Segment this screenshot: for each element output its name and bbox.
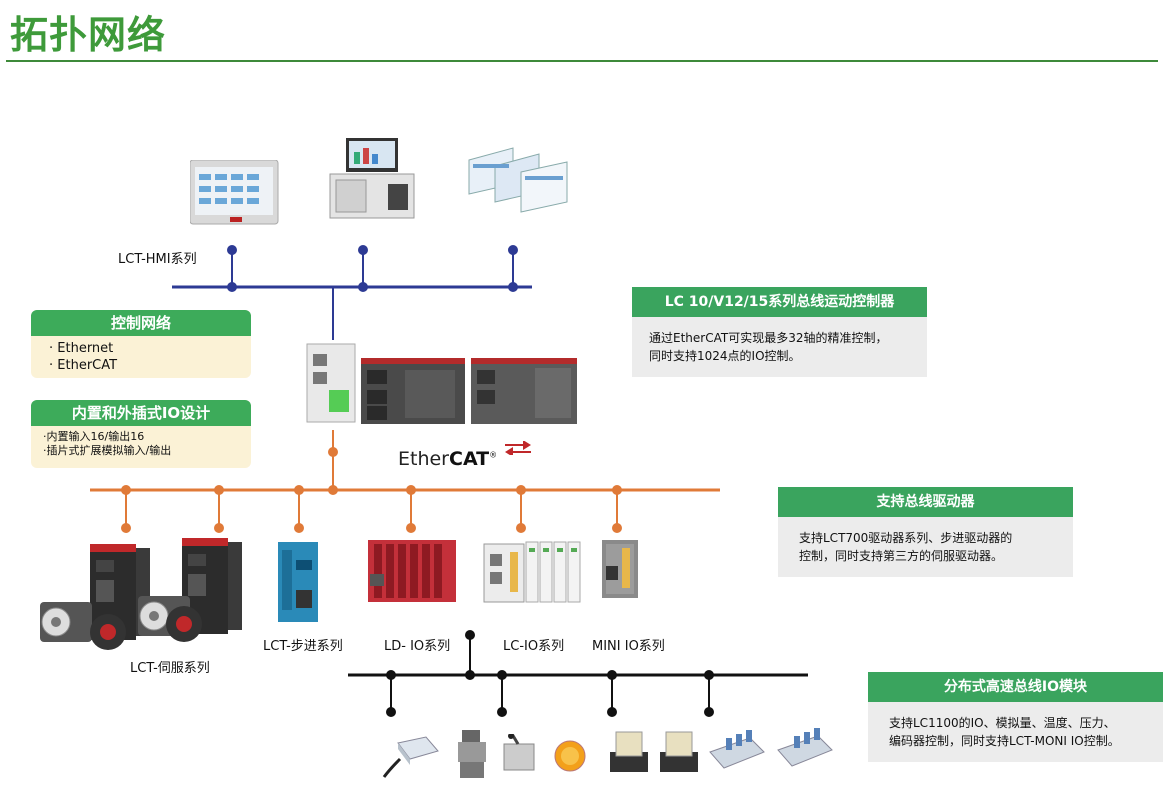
distributed-io-info-title: 分布式高速总线IO模块 [868,672,1163,702]
controller-info-line: 同时支持1024点的IO控制。 [649,349,801,363]
motion-controller-image [306,343,577,424]
servo-series-label: LCT-伺服系列 [130,661,210,676]
ethercat-arrows-icon [505,440,532,457]
io-design-item: ·插片式扩展模拟输入/输出 [43,444,172,457]
controller-info-line: 通过EtherCAT可实现最多32轴的精准控制， [649,331,888,345]
control-network-card: 控制网络 · Ethernet · EtherCAT [31,310,251,378]
ethercat-bus [90,430,720,533]
control-network-item: · Ethernet [49,341,114,356]
drives-info-text: 支持LCT700驱动器系列、步进驱动器的 控制，同时支持第三方的伺服驱动器。 [799,529,1012,565]
distributed-io-info-box: 分布式高速总线IO模块 支持LC1100的IO、模拟量、温度、压力、 编码器控制… [868,672,1163,762]
drives-info-line: 支持LCT700驱动器系列、步进驱动器的 [799,531,1013,545]
mini-io-series-label: MINI IO系列 [592,639,665,654]
page-title: 拓扑网络 [10,13,167,57]
hmi-panel-image [190,160,279,225]
io-design-card: 内置和外插式IO设计 ·内置输入16/输出16 ·插片式扩展模拟输入/输出 [31,400,251,468]
stepper-drive-image [278,542,318,622]
control-network-list: · Ethernet · EtherCAT [31,336,251,374]
io-design-list: ·内置输入16/输出16 ·插片式扩展模拟输入/输出 [31,426,251,458]
distributed-io-info-line: 支持LC1100的IO、模拟量、温度、压力、 [889,716,1116,730]
indicator-light-image [554,740,586,772]
io-design-item: ·内置输入16/输出16 [43,430,145,443]
relay-1-image [610,731,648,772]
valve-manifold-2-image [777,728,833,767]
ld-io-module-image [368,540,456,602]
io-bus [348,630,808,717]
ld-io-series-label: LD- IO系列 [384,639,451,654]
controller-info-box: LC 10/V12/15系列总线运动控制器 通过EtherCAT可实现最多32轴… [632,287,927,377]
title-divider [6,60,1158,62]
distributed-io-info-text: 支持LC1100的IO、模拟量、温度、压力、 编码器控制，同时支持LCT-MON… [889,714,1120,750]
limit-switch-image [503,734,535,771]
drives-info-line: 控制，同时支持第三方的伺服驱动器。 [799,549,1004,563]
distributed-io-info-line: 编码器控制，同时支持LCT-MONI IO控制。 [889,734,1120,748]
relay-2-image [660,731,698,772]
valve-manifold-1-image [709,730,765,769]
software-windows-image [468,147,568,213]
mini-io-module-image [602,540,638,598]
drives-info-title: 支持总线驱动器 [778,487,1073,517]
lc-io-series-label: LC-IO系列 [503,639,565,654]
control-network-title: 控制网络 [31,310,251,336]
stepper-series-label: LCT-步进系列 [263,639,343,654]
lc-io-module-image [483,541,581,603]
ethernet-bus [172,245,532,340]
controller-info-title: LC 10/V12/15系列总线运动控制器 [632,287,927,317]
controller-info-text: 通过EtherCAT可实现最多32轴的精准控制， 同时支持1024点的IO控制。 [649,329,887,365]
drives-info-box: 支持总线驱动器 支持LCT700驱动器系列、步进驱动器的 控制，同时支持第三方的… [778,487,1073,577]
servo-drive-2-image [138,538,242,642]
ethercat-logo: EtherCAT® [398,440,532,470]
industrial-pc-image [329,138,415,219]
io-design-title: 内置和外插式IO设计 [31,400,251,426]
servo-drive-1-image [40,544,150,650]
control-network-item: · EtherCAT [49,358,118,373]
encoder-sensor-image [382,736,439,778]
hmi-series-label: LCT-HMI系列 [118,252,197,267]
pressure-sensor-image [458,730,486,778]
